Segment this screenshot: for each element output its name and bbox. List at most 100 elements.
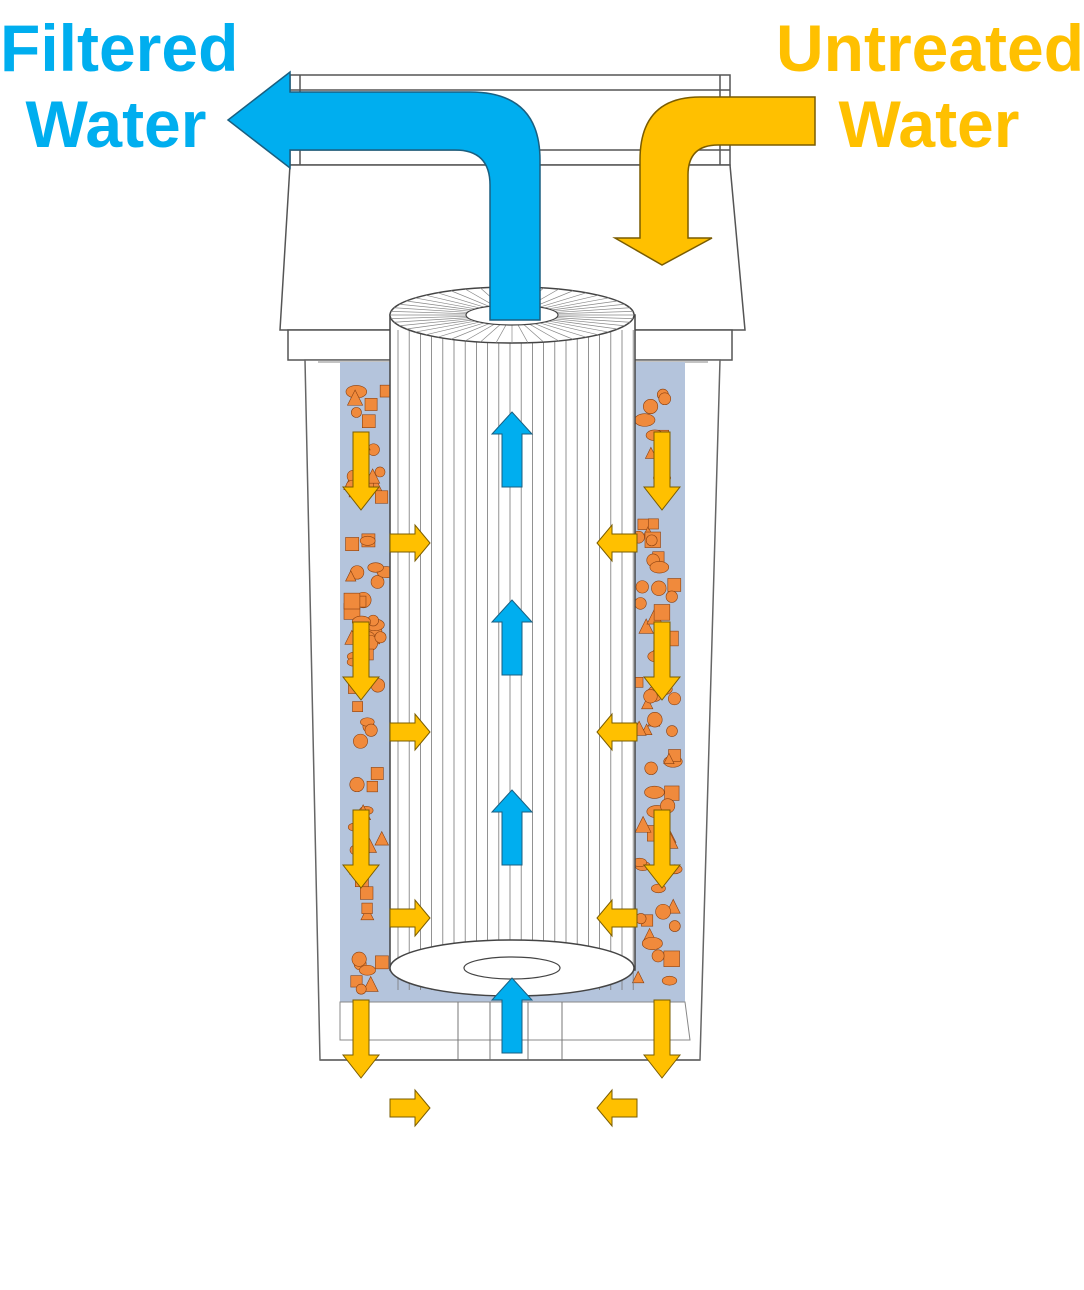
particle-icon bbox=[343, 592, 361, 610]
top-pleat-ray bbox=[437, 322, 485, 338]
top-pleat-ray bbox=[406, 300, 473, 311]
particle-icon bbox=[364, 723, 378, 737]
top-pleat-ray bbox=[557, 310, 633, 315]
untreated-water-label-line1: Untreated bbox=[776, 11, 1084, 85]
arrow-down-icon bbox=[341, 431, 381, 511]
top-pleat-ray bbox=[425, 294, 480, 309]
inlet-arrow-icon bbox=[612, 96, 816, 266]
untreated-water-label: Untreated Water bbox=[776, 10, 1084, 162]
particle-icon bbox=[637, 518, 649, 530]
top-pleat-ray bbox=[517, 324, 529, 343]
top-pleat-ray bbox=[557, 315, 633, 320]
arrow-up-icon bbox=[490, 599, 534, 676]
particle-icon bbox=[651, 949, 665, 963]
particle-icon bbox=[367, 562, 384, 573]
top-pleat-ray bbox=[534, 323, 574, 340]
flow-arrows bbox=[341, 411, 682, 1128]
particle-icon bbox=[352, 701, 363, 712]
arrow-down-icon bbox=[642, 431, 682, 511]
top-pleat-ray bbox=[551, 319, 618, 330]
particle-icon bbox=[638, 618, 654, 634]
particle-icon bbox=[665, 590, 678, 603]
particle-icon bbox=[351, 951, 367, 967]
particle-icon bbox=[359, 535, 376, 546]
particle-icon bbox=[634, 413, 656, 427]
top-pleat-ray bbox=[523, 324, 544, 343]
arrow-down-icon bbox=[642, 809, 682, 889]
particle-icon bbox=[655, 903, 671, 920]
particle-icon bbox=[361, 902, 373, 914]
particle-icon bbox=[362, 414, 376, 428]
particle-icon bbox=[634, 815, 652, 833]
top-pleat-ray bbox=[544, 294, 599, 309]
top-pleat-ray bbox=[495, 324, 507, 343]
cartridge-top-pleats bbox=[390, 287, 634, 343]
top-pleat-ray bbox=[465, 323, 495, 342]
particle-icon bbox=[360, 886, 374, 900]
particle-icon bbox=[345, 570, 357, 582]
top-pleat-ray bbox=[415, 297, 476, 310]
outlet-arrow-icon bbox=[226, 70, 541, 321]
top-pleat-ray bbox=[556, 307, 630, 313]
particle-icon bbox=[644, 785, 665, 799]
top-pleat-ray bbox=[534, 290, 574, 307]
top-pleat-ray bbox=[548, 320, 609, 333]
untreated-water-label-line2: Water bbox=[838, 87, 1020, 161]
arrow-right-icon bbox=[389, 1088, 431, 1128]
particle-icon bbox=[362, 975, 379, 992]
particle-icon bbox=[374, 631, 387, 644]
particle-icon bbox=[370, 575, 385, 589]
particle-icon bbox=[663, 950, 680, 967]
particle-icon bbox=[645, 534, 658, 547]
particle-icon bbox=[647, 518, 659, 530]
arrow-up-icon bbox=[490, 977, 534, 1054]
particle-icon bbox=[663, 752, 675, 765]
particle-icon bbox=[374, 830, 390, 846]
top-pleat-ray bbox=[399, 318, 470, 327]
top-pleat-ray bbox=[450, 290, 490, 307]
top-pleat-ray bbox=[556, 317, 630, 323]
particle-icon bbox=[635, 580, 649, 594]
particle-icon bbox=[666, 725, 678, 737]
particle-icon bbox=[641, 936, 663, 950]
top-pleat-ray bbox=[554, 318, 625, 327]
top-pleat-ray bbox=[391, 315, 467, 320]
particle-icon bbox=[651, 580, 667, 596]
particle-icon bbox=[353, 733, 368, 749]
top-pleat-ray bbox=[554, 303, 625, 312]
particle-icon bbox=[653, 604, 671, 621]
top-pleat-ray bbox=[544, 321, 599, 336]
arrow-down-icon bbox=[642, 999, 682, 1079]
top-pleat-ray bbox=[394, 307, 468, 313]
top-pleat-ray bbox=[539, 292, 587, 308]
particle-icon bbox=[643, 398, 659, 415]
particle-icon bbox=[374, 466, 386, 478]
arrow-down-icon bbox=[341, 999, 381, 1079]
top-pleat-ray bbox=[529, 323, 559, 342]
arrow-left-icon bbox=[596, 523, 638, 563]
arrow-left-icon bbox=[596, 1088, 638, 1128]
top-pleat-ray bbox=[394, 317, 468, 323]
particle-icon bbox=[346, 389, 364, 406]
top-pleat-ray bbox=[551, 300, 618, 311]
particle-icon bbox=[351, 407, 362, 418]
particle-icon bbox=[366, 780, 378, 793]
arrow-up-icon bbox=[490, 411, 534, 488]
particle-icon bbox=[667, 692, 681, 706]
top-pleat-ray bbox=[415, 320, 476, 333]
particle-icon bbox=[345, 537, 360, 551]
particle-icon bbox=[631, 970, 645, 984]
particle-icon bbox=[658, 392, 672, 406]
filtered-water-label: Filtered Water bbox=[0, 10, 238, 162]
arrow-down-icon bbox=[341, 621, 381, 701]
top-pleat-ray bbox=[450, 323, 490, 340]
arrow-left-icon bbox=[596, 898, 638, 938]
arrow-right-icon bbox=[389, 898, 431, 938]
arrow-down-icon bbox=[642, 621, 682, 701]
cartridge-core-bottom bbox=[463, 956, 561, 980]
top-pleat-ray bbox=[548, 297, 609, 310]
particle-icon bbox=[364, 398, 378, 411]
top-pleat-ray bbox=[539, 322, 587, 338]
